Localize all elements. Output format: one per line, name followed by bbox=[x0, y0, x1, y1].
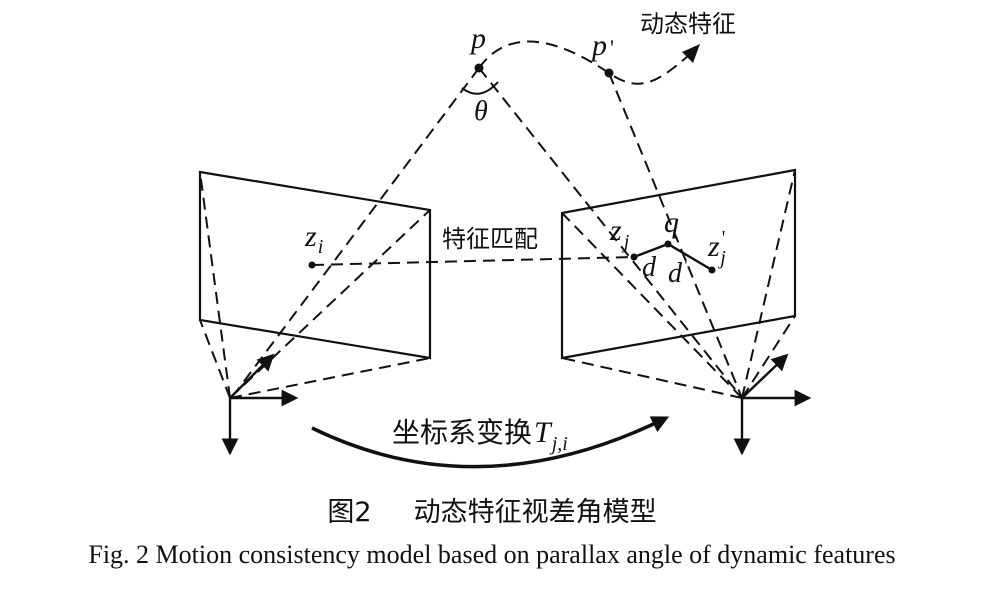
right-camera-axes bbox=[733, 353, 812, 456]
label-theta: θ bbox=[474, 96, 488, 127]
point-z-i bbox=[308, 261, 316, 269]
label-feature-match: 特征匹配 bbox=[442, 225, 538, 253]
label-p: p bbox=[469, 22, 486, 55]
left-camera-axes bbox=[221, 353, 299, 456]
transform-arrow bbox=[311, 416, 670, 469]
dynamic-motion-curve bbox=[478, 40, 689, 85]
caption-chinese: 图2 动态特征视差角模型 bbox=[0, 490, 984, 529]
caption-figure-number: 图2 bbox=[327, 497, 372, 528]
theta-arc bbox=[461, 81, 499, 95]
right-frustum-lines bbox=[561, 169, 796, 399]
point-p bbox=[474, 63, 484, 73]
projection-rays bbox=[235, 67, 743, 399]
label-z-i: zi bbox=[304, 220, 323, 258]
label-d-prime: d' bbox=[668, 255, 688, 289]
label-p-prime: p' bbox=[590, 29, 614, 62]
dynamic-arrow-head bbox=[682, 44, 700, 63]
left-frustum-lines bbox=[199, 171, 431, 399]
label-q: q bbox=[664, 206, 679, 239]
label-d: d bbox=[642, 252, 657, 283]
label-z-j-prime: z'j bbox=[707, 227, 726, 269]
d-segments bbox=[633, 242, 713, 272]
left-image-plane bbox=[198, 170, 432, 360]
caption-english: Fig. 2 Motion consistency model based on… bbox=[88, 540, 896, 569]
label-transform: 坐标系变换Tj,i bbox=[392, 416, 568, 455]
label-dynamic-feature: 动态特征 bbox=[640, 10, 736, 38]
caption-chinese-text: 动态特征视差角模型 bbox=[413, 497, 657, 528]
point-p-prime bbox=[604, 68, 614, 78]
